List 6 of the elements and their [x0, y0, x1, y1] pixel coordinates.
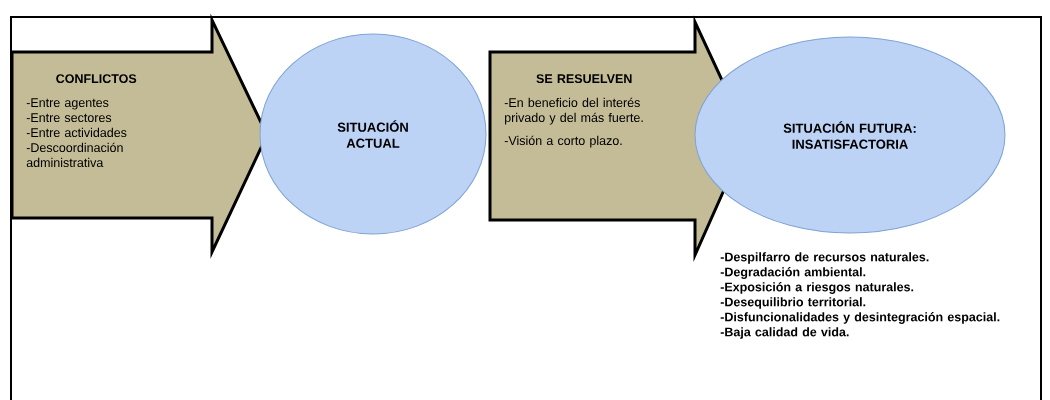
node-label: -Baja calidad de vida.: [720, 327, 849, 339]
node-label: -Degradación ambiental.: [720, 267, 866, 279]
node-label: -Desequilibrio territorial.: [720, 297, 866, 309]
node-label: -Exposición a riesgos naturales.: [720, 282, 914, 294]
arrow-box: CONFLICTOS -Entre agentes -Entre sectores -Entre actividades -Descoordinación administrativa: [10, 13, 269, 259]
node-label: -Disfuncionalidades y desintegración espacial.: [720, 312, 1000, 324]
